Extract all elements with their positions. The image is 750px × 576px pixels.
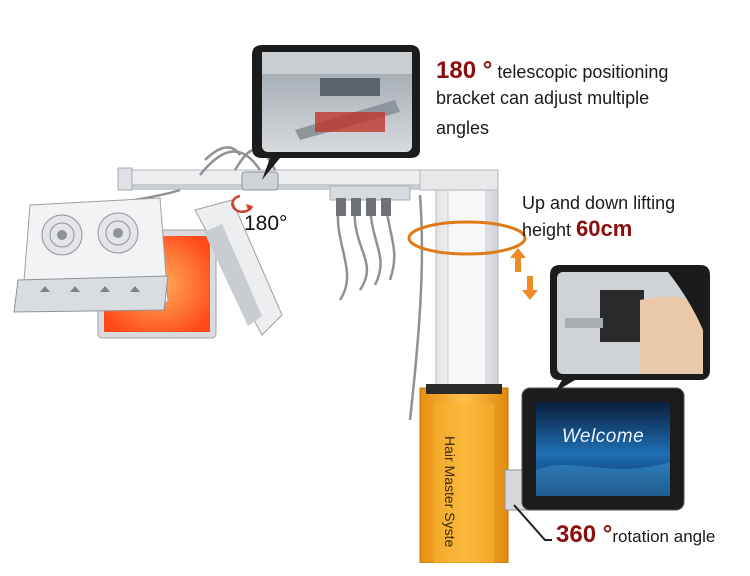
touch-screen [521, 387, 685, 511]
rotation-annotation: 360 °rotation angle [556, 522, 750, 550]
bracket-photo [252, 45, 420, 180]
arm-rotation-label: 180° [244, 212, 288, 235]
lifting-line2-prefix: height [522, 220, 577, 240]
side-panel [194, 199, 283, 336]
bracket-annotation: 180 ° telescopic positioning bracket can… [436, 57, 736, 139]
lifting-height-highlight: 60cm [576, 216, 633, 241]
bracket-text-line1: telescopic positioning [492, 62, 669, 82]
screen-welcome-text: Welcome [561, 426, 645, 447]
column-label: Hair Master Syste [442, 436, 458, 548]
rotation-arrow-icon [231, 194, 254, 214]
fan-panel [13, 197, 169, 313]
bracket-text-line2: bracket can adjust multiple [436, 88, 650, 108]
column-upper [435, 177, 499, 389]
column-body [419, 384, 509, 563]
device-illustration [13, 45, 710, 563]
rotation-angle-highlight: 360 ° [556, 521, 613, 548]
lifting-line1: Up and down lifting [522, 193, 676, 213]
rotation-text: rotation angle [612, 527, 716, 546]
cable-connectors [336, 198, 391, 216]
rotation-pointer [513, 504, 552, 541]
hand-photo [550, 265, 710, 392]
lifting-ring [407, 220, 527, 256]
bracket-text-line3: angles [436, 118, 490, 138]
up-down-arrows-icon [510, 248, 538, 300]
lifting-annotation: Up and down lifting height 60cm [522, 190, 742, 243]
pivot-joint [241, 171, 279, 191]
bracket-angle-highlight: 180 ° [436, 57, 493, 84]
horizontal-arm [117, 167, 499, 201]
